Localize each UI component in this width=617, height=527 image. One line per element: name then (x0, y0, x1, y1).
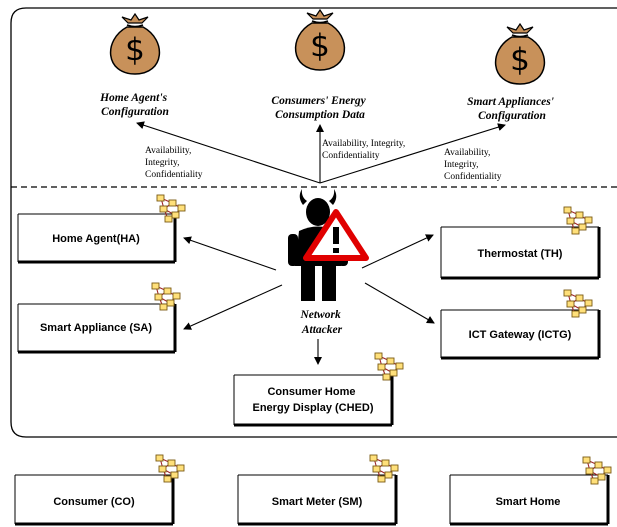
component-smart-meter: Smart Meter (SM) (237, 474, 398, 526)
component-home-agent: Home Agent(HA) (17, 213, 177, 264)
warning-icon (303, 209, 369, 261)
component-label: Consumer (CO) (53, 496, 135, 508)
component-label: Consumer Home Energy Display (CHED) (252, 386, 373, 414)
network-icon (563, 206, 593, 235)
asset-smart-appliances-config: Smart Appliances' Configuration (467, 96, 557, 122)
asset-energy-consumption-data: Consumers' Energy Consumption Data (271, 95, 368, 121)
component-smart-appliance: Smart Appliance (SA) (17, 303, 177, 354)
arrow-to-smart-appliance (183, 284, 283, 330)
component-label-line: Energy Display (CHED) (252, 402, 373, 414)
component-label: Smart Appliance (SA) (40, 322, 152, 334)
property-line: Confidentiality (444, 171, 502, 182)
security-properties: Availability, Integrity, Confidentiality (444, 148, 502, 182)
component-label: Thermostat (TH) (478, 248, 563, 260)
network-icon (374, 352, 404, 381)
component-ched: Consumer Home Energy Display (CHED) (233, 374, 394, 427)
component-smart-home: Smart Home (449, 474, 610, 526)
property-line: Availability, (444, 148, 490, 158)
security-properties: Availability, Integrity, Confidentiality (322, 139, 408, 161)
asset-line: Configuration (478, 110, 546, 122)
component-label: Smart Home (496, 496, 561, 508)
property-line: Confidentiality (322, 150, 380, 161)
property-line: Confidentiality (145, 169, 203, 180)
arrow-to-smart-appliance-config (319, 123, 506, 184)
asset-line: Configuration (101, 106, 169, 118)
network-icon (369, 454, 399, 483)
asset-line: Smart Appliances' (467, 96, 554, 108)
property-line: Integrity, (444, 160, 478, 170)
attacker-line: Network (299, 309, 341, 321)
network-icon (156, 194, 186, 223)
network-icon (155, 454, 185, 483)
component-label: Home Agent(HA) (52, 233, 140, 245)
arrow-to-home-agent (183, 236, 277, 271)
arrow-to-thermostat (361, 234, 434, 269)
component-label-line: Consumer Home (267, 386, 355, 398)
money-bag-icon (294, 9, 346, 71)
property-line: Integrity, (145, 158, 179, 168)
attacker-label: Network Attacker (299, 309, 343, 336)
asset-line: Consumption Data (275, 109, 365, 121)
component-ict-gateway: ICT Gateway (ICTG) (440, 309, 601, 360)
property-line: Availability, (145, 146, 191, 156)
asset-line: Home Agent's (99, 92, 168, 104)
arrow-to-ict-gateway (364, 282, 435, 324)
component-thermostat: Thermostat (TH) (440, 226, 601, 280)
money-bag-icon (494, 23, 546, 85)
attacker-line: Attacker (301, 324, 343, 336)
network-icon (563, 289, 593, 318)
money-bag-icon (109, 13, 161, 75)
security-properties: Availability, Integrity, Confidentiality (145, 146, 203, 180)
property-line: Availability, Integrity, (322, 139, 405, 149)
arrow-to-home-agent-config (136, 121, 321, 184)
component-label: Smart Meter (SM) (272, 496, 363, 508)
asset-line: Consumers' Energy (271, 95, 366, 107)
component-label: ICT Gateway (ICTG) (469, 329, 572, 341)
system-boundary (10, 7, 617, 438)
component-consumer: Consumer (CO) (14, 474, 175, 526)
asset-home-agent-config: Home Agent's Configuration (99, 92, 170, 118)
